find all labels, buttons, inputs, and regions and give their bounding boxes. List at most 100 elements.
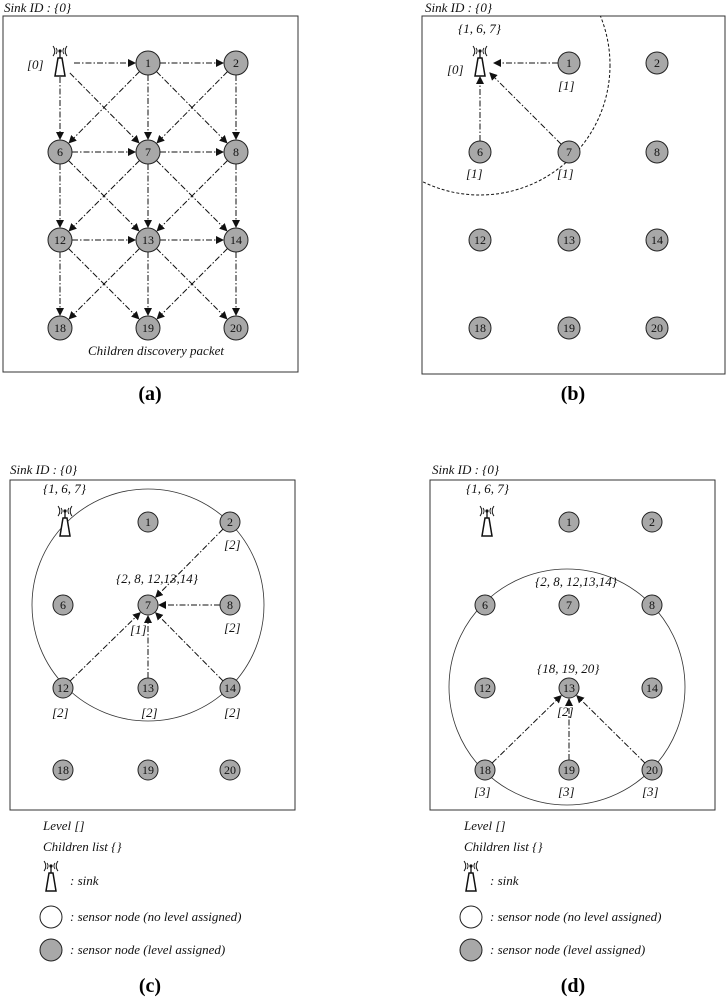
panel-d-sensor-node-12-label: 12 xyxy=(479,681,491,695)
panel-c-sink-children: {1, 6, 7} xyxy=(43,481,87,496)
panel-c-sensor-node-18-label: 18 xyxy=(57,763,69,777)
panel-a-sink-id-label: Sink ID : {0} xyxy=(4,0,72,15)
panel-c-node-2-level: [2] xyxy=(224,537,241,552)
panel-b-sensor-node-7 xyxy=(557,140,581,164)
panel-c-sensor-node-14-label: 14 xyxy=(224,681,236,695)
panel-d-sensor-node-18-label: 18 xyxy=(479,763,491,777)
panel-b-sensor-node-18-label: 18 xyxy=(474,321,486,335)
panel-c-sensor-node-6 xyxy=(52,594,74,616)
panel-b-sensor-node-13 xyxy=(557,228,581,252)
panel-c-sensor-node-20 xyxy=(219,759,241,781)
legend-d-unassigned-label: : sensor node (no level assigned) xyxy=(490,909,662,924)
panel-d-sensor-node-1 xyxy=(558,511,580,533)
panel-c-center-children: {2, 8, 12,13,14} xyxy=(116,571,199,586)
panel-b-frame xyxy=(421,15,726,375)
panel-b-sensor-node-2-label: 2 xyxy=(654,56,660,70)
panel-b-caption: (b) xyxy=(561,383,585,405)
legend-c-unassigned-label: : sensor node (no level assigned) xyxy=(70,909,242,924)
panel-c-edge-12-7 xyxy=(69,611,141,682)
legend-d-children-label: Children list {} xyxy=(464,839,543,854)
panel-d-node-19-level: [3] xyxy=(558,784,575,799)
panel-b-node-6-level: [1] xyxy=(466,166,483,181)
panel-a-frame xyxy=(2,15,299,373)
panel-d-sensor-node-20 xyxy=(641,759,663,781)
legend-d-assigned-node-swatch xyxy=(459,938,483,962)
panel-a-sensor-node-20 xyxy=(223,315,249,341)
legend-c-unassigned-node-swatch xyxy=(39,905,63,929)
panel-c-sink-icon xyxy=(57,505,73,537)
panel-a-sensor-node-13-label: 13 xyxy=(142,233,154,247)
panel-d-node-18-level: [3] xyxy=(474,784,491,799)
panel-a-edge-13-18 xyxy=(68,248,140,320)
panel-c-range-circle xyxy=(31,488,265,722)
panel-d-sensor-node-14 xyxy=(641,677,663,699)
legend-d-unassigned-node-swatch xyxy=(459,905,483,929)
panel-b-edges xyxy=(476,59,562,145)
panel-a-sensor-node-19 xyxy=(135,315,161,341)
panel-a-edge-8-13 xyxy=(156,160,228,232)
panel-d-sensor-node-6 xyxy=(474,594,496,616)
legend-c: Level [] Children list {} : sink : senso… xyxy=(39,818,242,962)
legend-d-level-label: Level [] xyxy=(463,818,506,833)
panel-d-edges xyxy=(491,694,646,764)
panel-c-node-14-level: [2] xyxy=(224,705,241,720)
panel-c-sensor-node-1 xyxy=(137,511,159,533)
legend-d-sink-icon xyxy=(463,860,479,892)
panel-b-sensor-node-14 xyxy=(645,228,669,252)
panel-d-sensor-node-1-label: 1 xyxy=(566,515,572,529)
panel-a-sensor-node-12 xyxy=(47,227,73,253)
panel-a-sensor-node-18-label: 18 xyxy=(54,321,66,335)
panel-a-sensor-node-6 xyxy=(47,139,73,165)
panel-a-sensor-node-12-label: 12 xyxy=(54,233,66,247)
panel-d-sensor-node-14-label: 14 xyxy=(646,681,658,695)
panel-d-sensor-node-7 xyxy=(558,594,580,616)
panel-b-node-7-level: [1] xyxy=(557,166,574,181)
panel-c-frame xyxy=(9,479,296,811)
panel-a-sensor-node-19-label: 19 xyxy=(142,321,154,335)
panel-a-caption: (a) xyxy=(138,383,161,405)
panel-d-sensor-node-8 xyxy=(641,594,663,616)
panel-d-sensor-node-18 xyxy=(474,759,496,781)
panel-d-sensor-node-13-label: 13 xyxy=(563,681,575,695)
panel-c-sensor-node-14 xyxy=(219,677,241,699)
panel-d-sink-id-label: Sink ID : {0} xyxy=(432,462,500,477)
panel-b-edge-7-S xyxy=(489,72,562,145)
legend-d-assigned-label: : sensor node (level assigned) xyxy=(490,942,645,957)
panel-a-edge-7-12 xyxy=(68,160,140,232)
panel-c-sensor-node-2 xyxy=(219,511,241,533)
panel-b-sensor-node-6-label: 6 xyxy=(477,145,483,159)
panel-d-edge-20-13 xyxy=(576,695,646,764)
panel-b-sensor-node-14-label: 14 xyxy=(651,233,663,247)
panel-c-node-8-level: [2] xyxy=(224,620,241,635)
panel-d-sensor-node-19-label: 19 xyxy=(563,763,575,777)
panel-a-sensor-node-13 xyxy=(135,227,161,253)
legend-c-children-label: Children list {} xyxy=(43,839,122,854)
panel-c-sensor-node-18 xyxy=(52,759,74,781)
legend-d: Level [] Children list {} : sink : senso… xyxy=(459,818,662,962)
panel-a-sink-icon xyxy=(52,45,68,77)
panel-d-sensor-node-8-label: 8 xyxy=(649,598,655,612)
panel-c-sensor-node-2-label: 2 xyxy=(227,515,233,529)
panel-c-sensor-node-12-label: 12 xyxy=(57,681,69,695)
panel-b-sensor-node-1-label: 1 xyxy=(566,56,572,70)
panel-c-sensor-node-20-label: 20 xyxy=(224,763,236,777)
panel-b-sensor-node-12-label: 12 xyxy=(474,233,486,247)
panel-a-sensor-node-14-label: 14 xyxy=(230,233,242,247)
panel-d-sensor-node-6-label: 6 xyxy=(482,598,488,612)
panel-c-node-13-level: [2] xyxy=(141,705,158,720)
panel-c-edge-14-7 xyxy=(155,612,224,682)
panel-b-sensor-node-12 xyxy=(468,228,492,252)
panel-d-center-children: {18, 19, 20} xyxy=(537,661,600,676)
panel-d-sink-children: {1, 6, 7} xyxy=(466,481,510,496)
panel-c-sensor-node-19-label: 19 xyxy=(142,763,154,777)
panel-a-sensor-node-8 xyxy=(223,139,249,165)
panel-a-sensor-node-1 xyxy=(135,50,161,76)
panel-a-sensor-node-18 xyxy=(47,315,73,341)
panel-c-sensor-node-8-label: 8 xyxy=(227,598,233,612)
panel-c-caption: (c) xyxy=(139,975,161,997)
